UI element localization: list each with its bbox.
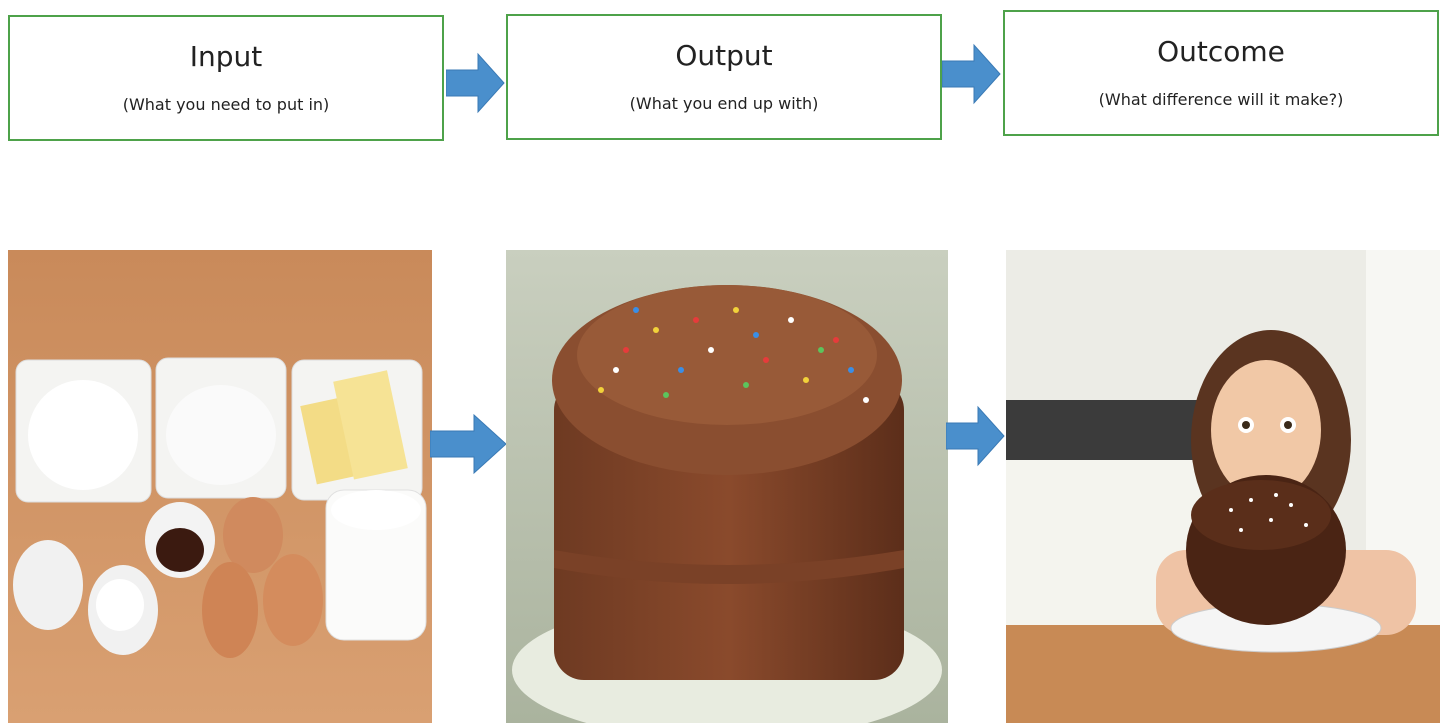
stage-subtitle: (What difference will it make?)	[1098, 89, 1344, 109]
girl-eating-cake-photo	[1006, 250, 1440, 723]
stage-title: Output	[675, 39, 773, 73]
arrow-right-icon	[941, 43, 1002, 105]
stage-box-input: Input (What you need to put in)	[8, 15, 444, 141]
arrow-right-icon	[445, 52, 506, 114]
stage-title: Input	[189, 40, 263, 74]
stage-subtitle: (What you end up with)	[629, 93, 819, 113]
arrow-right-icon	[429, 413, 508, 475]
ingredients-photo	[8, 250, 432, 723]
stage-box-outcome: Outcome (What difference will it make?)	[1003, 10, 1439, 136]
stage-title: Outcome	[1157, 35, 1285, 69]
arrow-right-icon	[945, 405, 1006, 467]
stage-box-output: Output (What you end up with)	[506, 14, 942, 140]
chocolate-cake-photo	[506, 250, 948, 723]
stage-subtitle: (What you need to put in)	[122, 94, 330, 114]
